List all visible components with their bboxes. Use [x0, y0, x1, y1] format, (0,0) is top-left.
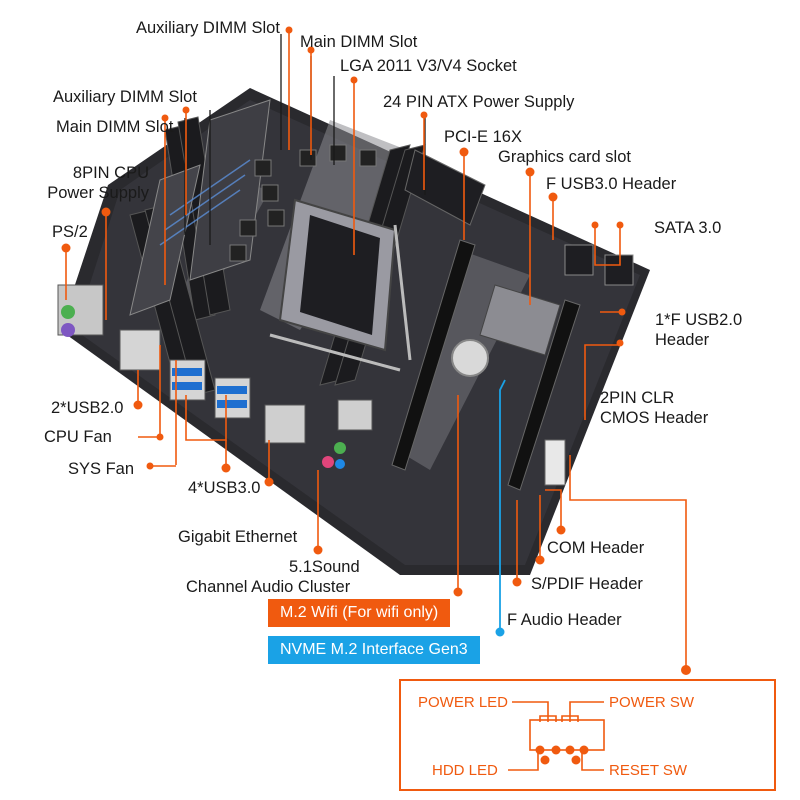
leader-lines-orange	[65, 30, 687, 668]
label-ps2: PS/2	[52, 223, 88, 241]
label-pcie-line1: PCI-E 16X	[444, 128, 522, 146]
nvme-leader-dot	[495, 627, 505, 637]
label-usb2-rear: 2*USB2.0	[51, 399, 124, 417]
label-ethernet: Gigabit Ethernet	[178, 528, 298, 546]
label-spdif: S/PDIF Header	[531, 575, 643, 593]
label-power-led: POWER LED	[418, 694, 509, 711]
label-cpu-fan: CPU Fan	[44, 428, 112, 446]
label-hdd-led: HDD LED	[432, 762, 498, 779]
label-power-sw: POWER SW	[609, 694, 694, 711]
label-com: COM Header	[547, 539, 645, 557]
badge-nvme: NVME M.2 Interface Gen3	[268, 636, 480, 664]
chipset-heatsink	[479, 284, 561, 356]
label-f-usb3: F USB3.0 Header	[546, 175, 677, 193]
vrm-chokes	[229, 144, 377, 262]
leader-dots	[61, 26, 691, 675]
label-usb2-header-line2: Header	[655, 331, 710, 349]
label-usb3-rear: 4*USB3.0	[188, 479, 261, 497]
label-clr-line2: CMOS Header	[600, 409, 709, 427]
label-pcie-line2: Graphics card slot	[498, 148, 631, 166]
pcie-slots	[391, 239, 581, 491]
label-cpu8-line1: 8PIN CPU	[72, 164, 149, 182]
label-main-dimm-left: Main DIMM Slot	[56, 118, 174, 136]
front-panel-pins	[535, 745, 589, 765]
nvme-leader-line	[499, 379, 506, 632]
label-usb2-header-line1: 1*F USB2.0	[655, 311, 743, 329]
front-panel-header	[544, 439, 566, 486]
label-socket: LGA 2011 V3/V4 Socket	[340, 57, 517, 75]
front-panel-pinout-lines	[508, 701, 605, 771]
cmos-battery	[451, 339, 489, 377]
front-panel-box	[399, 679, 776, 791]
label-atx24: 24 PIN ATX Power Supply	[383, 93, 575, 111]
label-audio-line2: Channel Audio Cluster	[186, 578, 351, 596]
label-cpu8-line2: Power Supply	[47, 184, 149, 202]
label-main-dimm-top: Main DIMM Slot	[300, 33, 418, 51]
label-sata: SATA 3.0	[654, 219, 722, 237]
sata-ports	[564, 244, 634, 286]
label-aux-dimm-left: Auxiliary DIMM Slot	[53, 88, 197, 106]
label-f-audio: F Audio Header	[507, 611, 622, 629]
cpu-socket	[269, 198, 412, 372]
label-aux-dimm-top: Auxiliary DIMM Slot	[136, 19, 280, 37]
label-reset-sw: RESET SW	[609, 762, 688, 779]
label-audio-line1: 5.1Sound	[289, 558, 360, 576]
rear-io	[57, 284, 373, 469]
label-sys-fan: SYS Fan	[68, 460, 135, 478]
label-clr-line1: 2PIN CLR	[600, 389, 675, 407]
badge-m2-wifi: M.2 Wifi (For wifi only)	[268, 599, 451, 627]
